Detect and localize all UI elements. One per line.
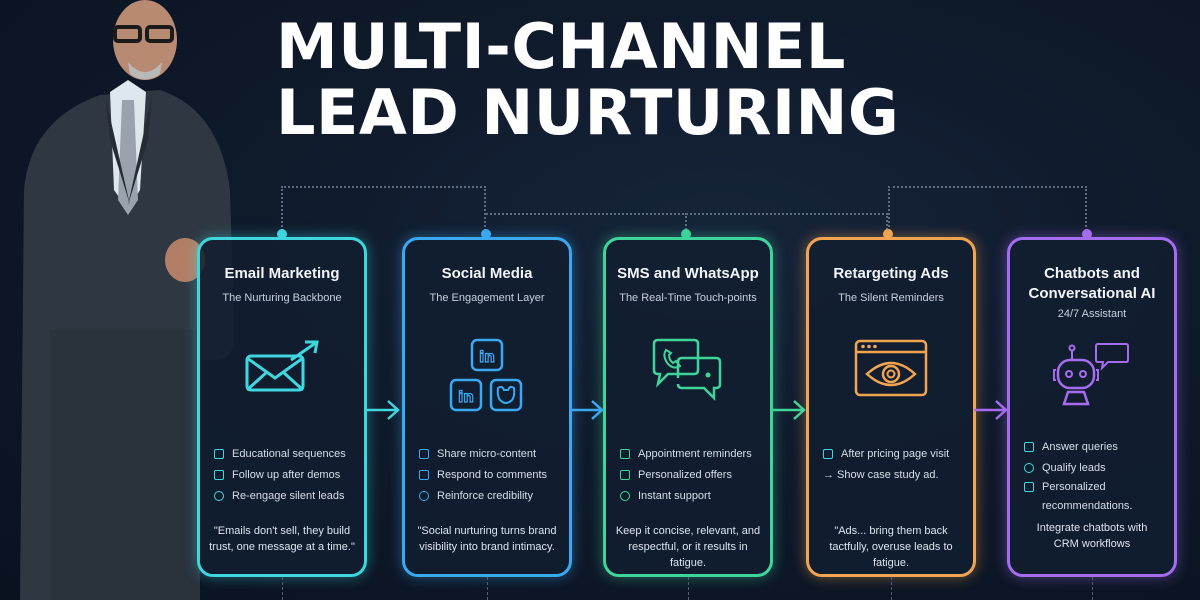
connector-dot [481,229,491,239]
connector-dot [277,229,287,239]
card-sms-whatsapp: SMS and WhatsApp The Real-Time Touch-poi… [603,237,773,577]
list-item: Answer queries [1024,436,1164,457]
bag-icon [823,448,833,459]
connector-tail [688,577,689,600]
comment-icon [419,469,429,480]
connector-tail [891,577,892,600]
card-title: SMS and WhatsApp [617,265,759,282]
connector-line [281,186,486,234]
list-item: Appointment reminders [620,443,752,464]
connector-line [685,213,687,234]
connector-dot [1082,229,1092,239]
connector-line [888,186,1087,234]
page-title: MULTI-CHANNEL LEAD NURTURING [276,14,899,146]
support-icon [620,490,630,501]
calendar-icon [214,469,224,480]
clipboard-icon [1024,441,1034,452]
list-item: Personalized offers [620,464,752,485]
connector-line [486,213,888,234]
card-retargeting-ads: Retargeting Ads The Silent Reminders Aft… [806,237,976,577]
robot-chat-icon [1053,343,1129,406]
card-quote: "Ads... bring them back tactfully, overu… [829,525,953,569]
list-item: Educational sequences [214,443,346,464]
card-quote: "Social nurturing turns brand visibility… [417,525,557,553]
connector-tail [487,577,488,600]
flow-arrow-icon [366,400,400,420]
gift-icon [1024,482,1034,492]
list-item: Respond to comments [419,464,547,485]
list-item: → Show case study ad. [823,468,939,481]
card-quote: Integrate chatbots with CRM workflows [1036,522,1148,550]
flow-arrow-icon [772,400,806,420]
grid-icon [419,448,429,459]
list-item: Personalized recommendations. [1024,478,1164,516]
connector-tail [1092,577,1093,600]
building-icon [620,448,630,459]
card-quote: Keep it concise, relevant, and respectfu… [615,525,761,569]
chat-phone-icon [652,338,722,402]
list-item: Instant support [620,485,752,506]
home-icon [1024,462,1034,473]
card-email-marketing: Email Marketing The Nurturing Backbone E… [197,237,367,577]
book-icon [214,448,224,459]
card-subtitle: The Silent Reminders [838,292,944,304]
connector-dot [681,229,691,239]
connector-dot [883,229,893,239]
card-chatbots: Chatbots and Conversational AI 24/7 Assi… [1007,237,1177,577]
title-line-2: LEAD NURTURING [276,76,900,149]
card-title: Chatbots and Conversational AI [1028,265,1156,302]
card-social-media: Social Media The Engagement Layer in in … [402,237,572,577]
list-item: After pricing page visit [823,443,949,464]
card-title: Social Media [441,265,533,282]
list-item: Qualify leads [1024,457,1164,478]
connector-tail [282,577,283,600]
svg-text:in: in [479,348,495,366]
card-quote: "Emails don't sell, they build trust, on… [209,525,355,553]
refresh-icon [214,490,224,501]
svg-text:in: in [458,388,474,406]
social-linkedin-icon: in in [449,338,523,412]
list-item: Share micro-content [419,443,547,464]
envelope-arrow-icon [245,340,319,392]
shield-icon [419,490,429,501]
list-item: Follow up after demos [214,464,346,485]
card-subtitle: The Nurturing Backbone [222,292,342,304]
card-icon [620,469,630,480]
card-subtitle: The Engagement Layer [429,292,545,304]
browser-eye-icon [854,339,928,397]
flow-arrow-icon [570,400,604,420]
card-subtitle: 24/7 Assistant [1057,308,1127,320]
card-title: Retargeting Ads [833,265,949,282]
card-title: Email Marketing [224,265,340,282]
presenter-photo [20,0,235,600]
flow-arrow-icon [974,400,1008,420]
list-item: Re-engage silent leads [214,485,346,506]
title-line-1: MULTI-CHANNEL [276,10,846,83]
list-item: Reinforce credibility [419,485,547,506]
card-subtitle: The Real-Time Touch-points [619,292,757,304]
